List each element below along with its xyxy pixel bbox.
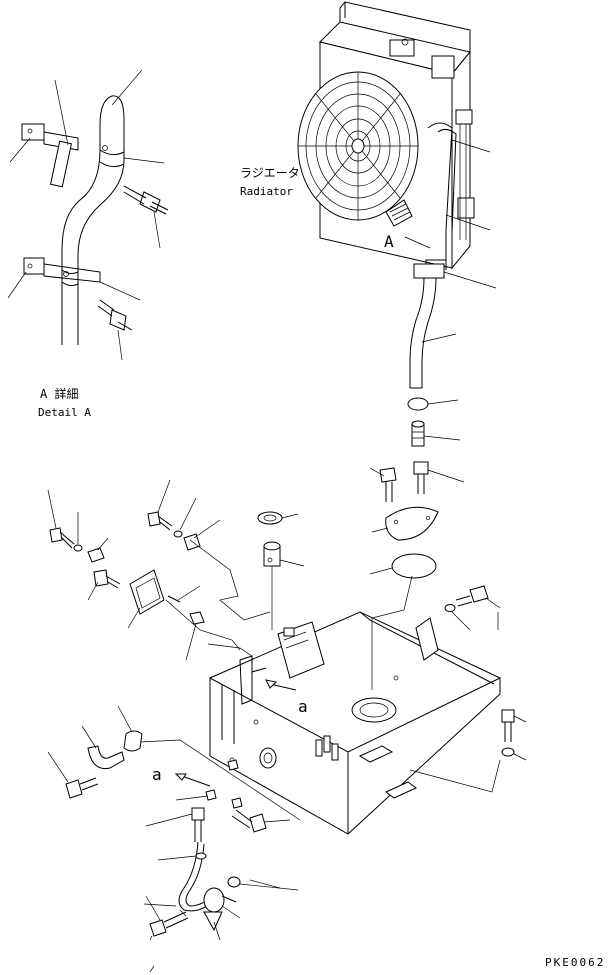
tank-floor-slots [358,745,417,799]
bolt-vertical-lower [145,807,205,842]
drawing-code: PKE0062 [545,956,605,969]
tank-filler-box [277,621,325,679]
tank-bracket [239,655,267,705]
tank-body [209,611,501,835]
bolt-bottom [145,895,189,941]
fitting-small [175,759,243,809]
small-plate-left [87,537,109,563]
radiator-hose [409,122,457,389]
bolt-diagonal-lower [231,809,291,833]
sleeve [263,541,305,567]
bracket-plate [127,569,165,629]
tank-top-port [351,697,397,723]
pin-small [167,585,201,603]
lower-leaders [143,903,177,973]
bolt-right-lower [501,709,527,761]
tank-mount-ear [415,617,439,661]
detail-a-hose [61,95,125,345]
detail-a-clip-upper [21,123,108,188]
bolt-left-mid [87,569,121,601]
drain-valve [203,887,241,941]
bolt-lower-left [47,751,99,799]
radiator-leaders [404,139,497,343]
detail-a-leaders [7,69,165,361]
fitting-elbow [117,705,143,752]
routing-lines [139,539,501,821]
marker-a-lower: a [152,765,162,784]
cover-bolt-b [413,461,465,494]
drain-hose-lower [157,841,217,912]
drain-plug [227,876,299,891]
cover-gasket [369,553,437,579]
inspection-cover [371,506,439,541]
radiator-fan-guard [297,71,419,227]
drain-elbow [411,420,461,447]
radiator-label-en: Radiator [240,185,293,198]
cover-bolt-a [369,467,397,502]
clamp-band [81,725,125,770]
bolt-left-upper [47,489,83,552]
detail-a-bolt-lower [97,299,133,331]
marker-arrows [174,679,297,787]
view-a-marker: A [384,232,394,251]
grommet [257,511,299,525]
nut-hex [185,611,205,661]
bolt-mid-upper [147,479,221,551]
detail-a-bolt-upper [123,185,169,215]
hose-clamp [407,397,459,411]
radiator-label-jp: ラジエータ [240,166,300,180]
tank-bolt-right [444,585,501,631]
tank-pipe-stubs [315,735,339,761]
tank-side-port [259,747,277,769]
detail-a-label-en: Detail A [38,406,91,419]
marker-a-upper: a [298,697,308,716]
detail-a-label-jp: A 詳細 [40,386,78,401]
